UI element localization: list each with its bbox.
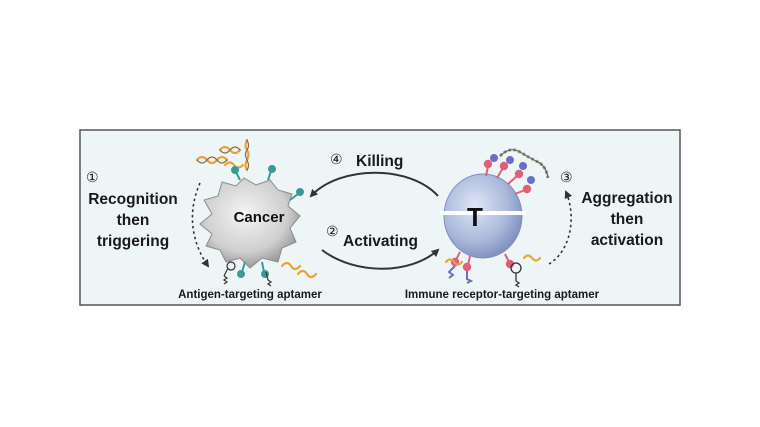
t-cell-label: T [467,202,483,232]
aptamer-hairpin-icon [231,165,304,278]
dna-fragment-icon [195,138,250,172]
step3-line-3: activation [591,232,663,249]
step3-line-2: then [611,211,644,228]
step1-line-1: Recognition [88,191,178,208]
step3-dotted-arrow [548,190,573,265]
cancer-cell [199,177,301,269]
step2-number: ② [326,223,339,239]
step4-number: ④ [330,151,343,167]
t-cell-divider [440,211,526,215]
t-cell [443,173,523,259]
step1-dotted-arrow [191,182,210,268]
diagram-panel [79,129,681,306]
aptamer-hairpin-icon [222,261,273,287]
step3-number: ③ [560,169,573,185]
step1-line-3: triggering [97,233,169,250]
receptor-icon [447,251,522,288]
step1-line-2: then [117,212,150,229]
dna-fragment-icon [444,254,542,266]
step1-number: ① [86,169,99,185]
step3-line-1: Aggregation [581,190,672,207]
activating-arrow [321,248,440,270]
immune-aptamer-caption: Immune receptor-targeting aptamer [405,289,600,301]
cancer-cell-label: Cancer [234,209,285,226]
killing-arrow [309,171,439,198]
dna-fragment-icon [280,261,318,279]
step2-label: Activating [343,233,418,250]
antigen-aptamer-caption: Antigen-targeting aptamer [178,289,322,301]
receptor-icon [483,148,550,195]
step4-label: Killing [356,153,403,170]
